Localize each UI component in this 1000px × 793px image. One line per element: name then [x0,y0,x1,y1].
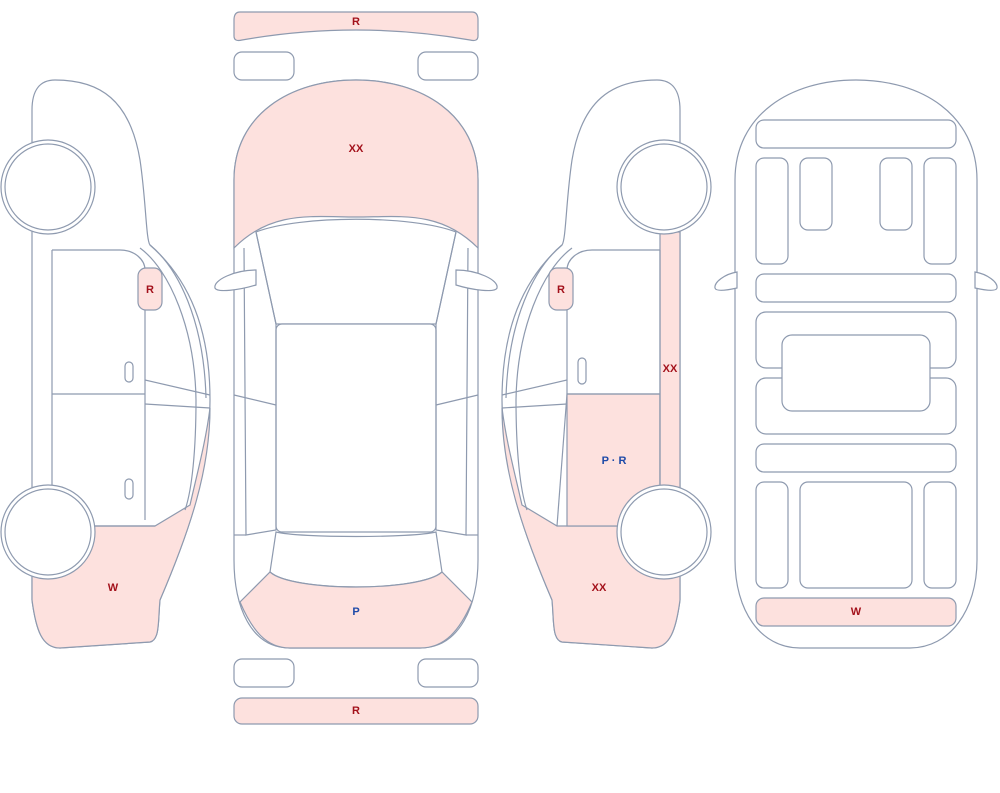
front-bumper-label: R [352,16,360,28]
under-center-tunnel[interactable] [781,334,931,412]
right-rear-quarter-panel[interactable] [501,407,681,649]
right-rocker-label: XX [663,363,678,375]
top-view: R XX P R [214,11,498,725]
right-side-view: R XX P · R XX [501,79,712,649]
right-rear-door-label: P · R [602,455,627,467]
front-left-light[interactable] [233,51,295,81]
under-mid-crossmember[interactable] [755,273,957,303]
right-mirror-label: R [557,284,565,296]
left-rear-quarter-label: W [108,582,119,594]
right-rocker-panel[interactable] [659,231,681,527]
under-front-right-rail[interactable] [923,157,957,265]
hood-label: XX [349,143,364,155]
left-mirror-label: R [146,284,154,296]
rear-trunk-label: P [352,606,359,618]
under-front-right-inner[interactable] [879,157,913,231]
left-rear-door-handle[interactable] [124,478,134,500]
top-left-mirror[interactable] [214,269,257,292]
hood[interactable] [233,79,479,250]
left-front-door-handle[interactable] [124,361,134,383]
under-front-crossmember[interactable] [755,119,957,149]
under-front-left-rail[interactable] [755,157,789,265]
right-front-door-handle[interactable] [577,357,587,385]
rear-bumper[interactable] [233,697,479,725]
under-rear-panel[interactable] [755,597,957,627]
under-rear-crossmember[interactable] [755,443,957,473]
roof[interactable] [275,323,437,533]
under-rear-panel-label: W [851,606,862,618]
rear-bumper-label: R [352,705,360,717]
top-right-mirror[interactable] [455,269,498,292]
left-side-view: R W [0,79,211,649]
left-mirror[interactable] [137,267,163,311]
rear-right-light[interactable] [417,658,479,688]
right-rear-quarter-label: XX [592,582,607,594]
front-right-light[interactable] [417,51,479,81]
under-rear-right-rail[interactable] [923,481,957,589]
underside-view: W [714,79,998,649]
rear-trunk[interactable] [239,571,473,649]
left-rear-quarter-panel[interactable] [31,407,211,649]
under-rear-left-rail[interactable] [755,481,789,589]
under-front-left-inner[interactable] [799,157,833,231]
rear-left-light[interactable] [233,658,295,688]
right-mirror[interactable] [548,267,574,311]
front-bumper[interactable] [233,11,479,42]
under-spare-well[interactable] [799,481,913,589]
